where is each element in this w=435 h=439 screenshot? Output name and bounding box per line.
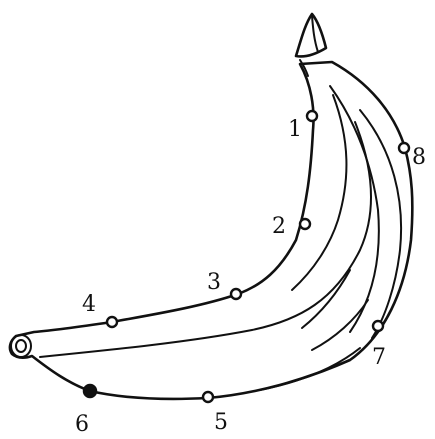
point-label-2: 2 [272,214,286,239]
point-marker-5 [201,390,215,404]
point-label-3: 3 [207,270,221,295]
point-marker-2 [298,217,312,231]
point-label-1: 1 [288,117,302,142]
point-label-4: 4 [82,292,96,317]
point-marker-4 [105,315,119,329]
point-marker-8 [397,141,411,155]
point-label-8: 8 [412,145,426,170]
point-label-6: 6 [75,412,89,437]
point-marker-6 [82,383,98,399]
point-marker-7 [371,319,385,333]
banana-stem [294,12,328,77]
point-marker-3 [229,287,243,301]
banana-outline [8,60,414,401]
point-label-7: 7 [372,345,386,370]
banana-ridges [39,85,403,391]
point-labels: 1 2 3 4 5 6 7 8 [75,117,426,437]
point-marker-1 [305,109,319,123]
point-label-5: 5 [214,410,228,435]
measurement-points [82,109,411,404]
banana-tip [10,334,32,358]
